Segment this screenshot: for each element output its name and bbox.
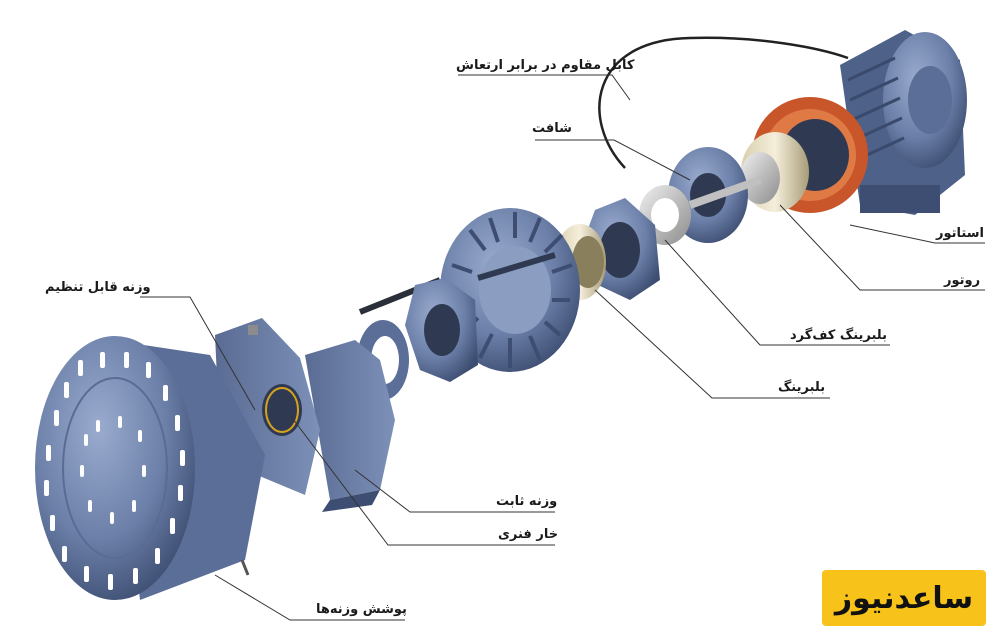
label-shaft: شافت [532, 121, 572, 136]
vibration-cable [598, 36, 849, 169]
label-vibration-cable: کابل مقاوم در برابر ارتعاش [456, 58, 635, 73]
leader-lines [140, 74, 985, 621]
brand-logo-text: ساعدنیوز [834, 580, 974, 616]
rotor [740, 132, 809, 212]
label-fixed-weight: وزنه ثابت [496, 494, 558, 509]
weight-cover [35, 336, 265, 600]
brand-logo: ساعدنیوز [822, 570, 986, 626]
label-spring-pin: خار فنری [498, 527, 559, 542]
label-weight-cover: پوشش وزنه‌ها [316, 602, 407, 617]
motor-housing [840, 30, 967, 215]
label-thrust-bearing: بلبرینگ کف‌گرد [790, 328, 887, 343]
label-adjustable-weight: وزنه قابل تنظیم [45, 280, 151, 295]
label-rotor: روتور [944, 273, 981, 288]
inner-plate [405, 278, 478, 382]
label-bearing: بلبرینگ [778, 380, 826, 395]
fixed-weight [305, 340, 395, 512]
label-stator: استاتور [936, 226, 984, 241]
